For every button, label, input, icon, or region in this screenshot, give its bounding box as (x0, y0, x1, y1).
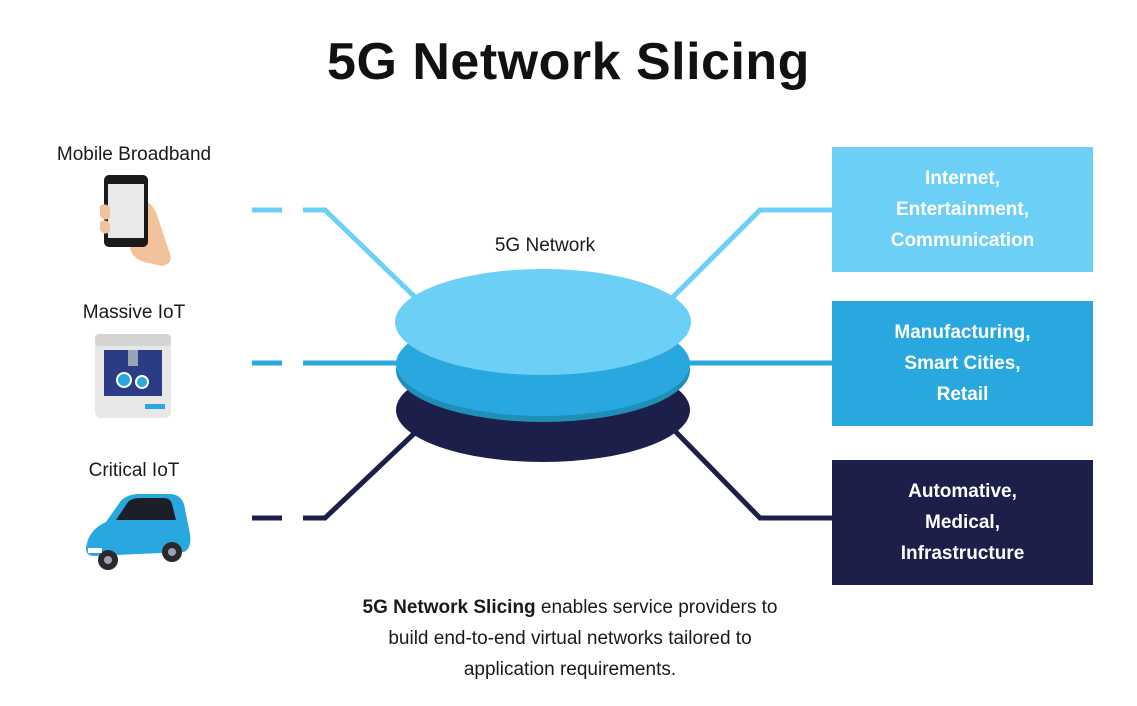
connector-critical-iot (252, 426, 422, 521)
car-icon (86, 494, 191, 570)
connector-internet (670, 207, 832, 300)
diagram-title: 5G Network Slicing (327, 33, 810, 91)
box-manufacturing-line1: Manufacturing, (894, 322, 1031, 343)
box-internet-line3: Communication (890, 230, 1035, 251)
caption-bold: 5G Network Slicing (362, 597, 536, 618)
label-critical-iot: Critical IoT (88, 460, 180, 481)
caption-line3: application requirements. (463, 659, 677, 680)
connector-automative (670, 426, 832, 521)
box-automative-line1: Automative, (908, 481, 1017, 502)
label-5g-network: 5G Network (494, 235, 596, 256)
box-automative-line2: Medical, (925, 512, 1000, 533)
caption-line2: build end-to-end virtual networks tailor… (388, 628, 752, 649)
box-internet: Internet, Entertainment, Communication (832, 147, 1093, 272)
smartphone-icon (100, 175, 171, 266)
box-internet-line2: Entertainment, (895, 199, 1030, 220)
box-internet-line1: Internet, (925, 168, 1000, 189)
caption-line1: 5G Network Slicing enables service provi… (290, 592, 850, 623)
box-automative-line3: Infrastructure (900, 543, 1025, 564)
label-massive-iot: Massive IoT (82, 302, 186, 323)
box-manufacturing: Manufacturing, Smart Cities, Retail (832, 301, 1093, 426)
connector-mobile-broadband (252, 207, 420, 302)
box-automative: Automative, Medical, Infrastructure (832, 460, 1093, 585)
caption-line1-rest: enables service providers to (535, 597, 778, 618)
box-manufacturing-line3: Retail (936, 384, 989, 405)
caption: 5G Network Slicing enables service provi… (290, 592, 850, 685)
iot-machine-icon (95, 334, 171, 418)
label-mobile-broadband: Mobile Broadband (56, 144, 212, 165)
light-slice-disk (395, 269, 691, 375)
box-manufacturing-line2: Smart Cities, (904, 353, 1021, 374)
